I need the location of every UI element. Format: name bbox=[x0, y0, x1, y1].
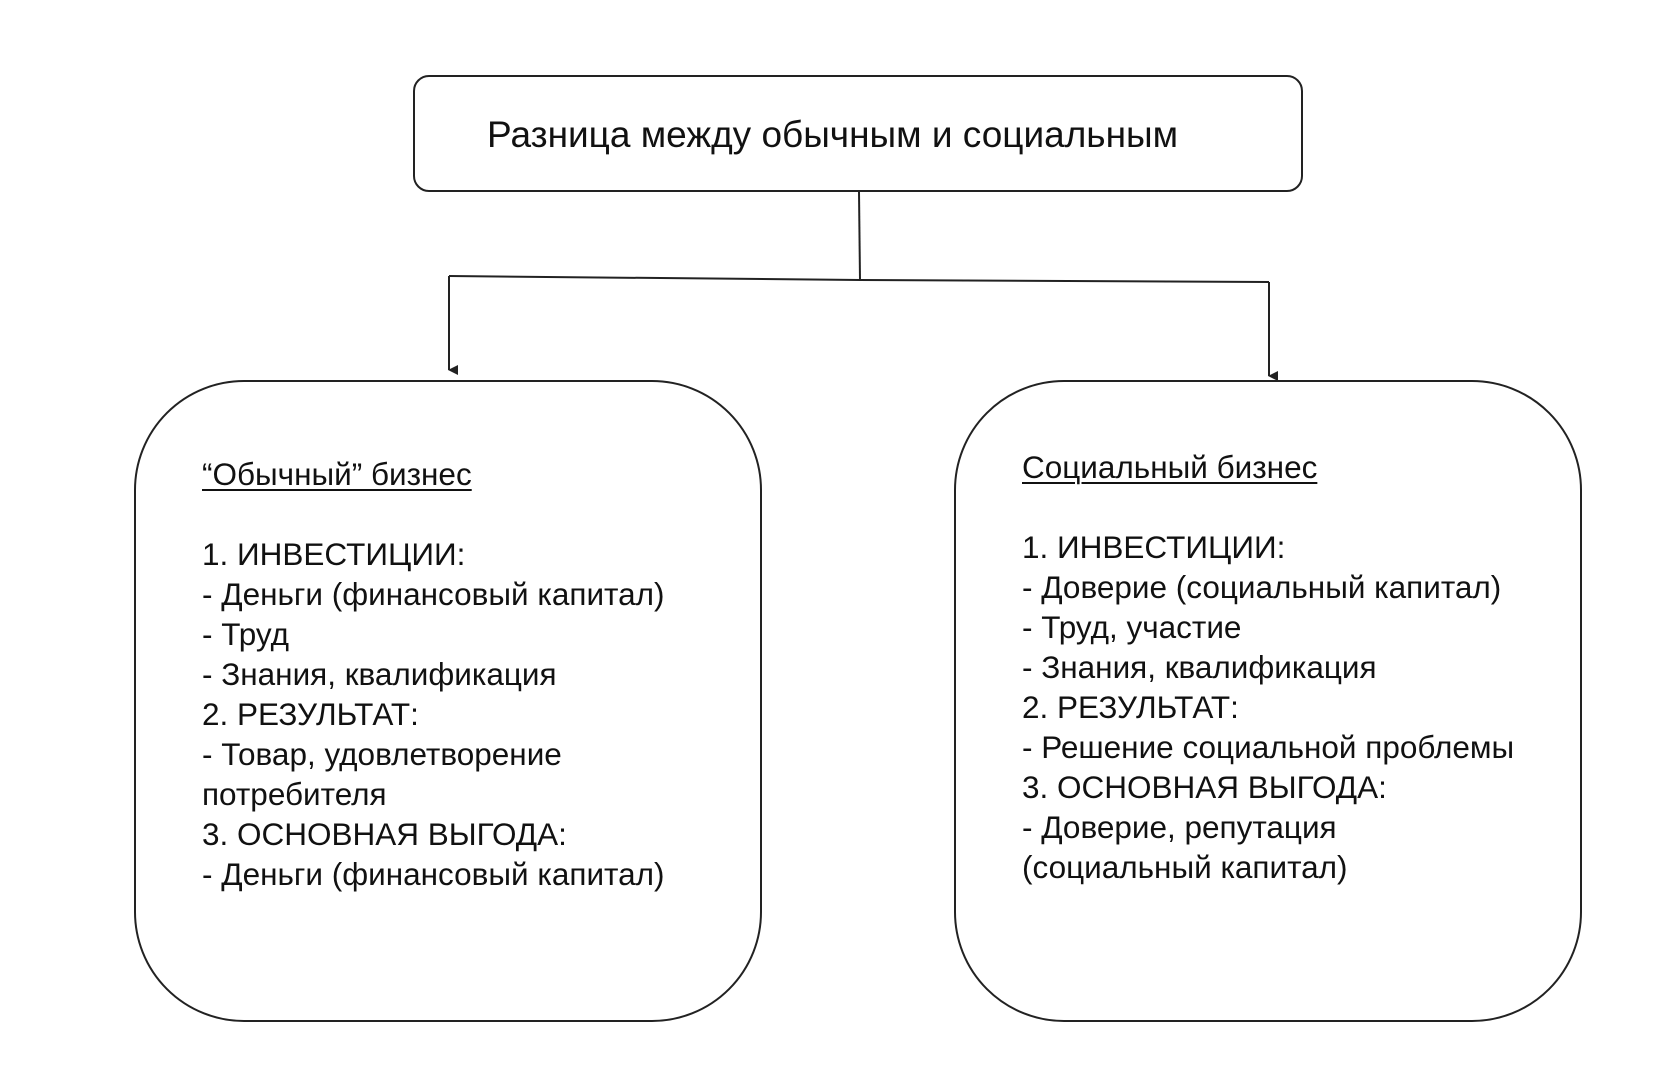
social-business-line: 1. ИНВЕСТИЦИИ: bbox=[1022, 529, 1286, 565]
social-business-line: 3. ОСНОВНАЯ ВЫГОДА: bbox=[1022, 769, 1387, 805]
heading-spacer bbox=[1022, 487, 1514, 527]
regular-business-line: потребителя bbox=[202, 776, 387, 812]
social-business-line: - Знания, квалификация bbox=[1022, 649, 1377, 685]
social-business-line: 2. РЕЗУЛЬТАТ: bbox=[1022, 689, 1239, 725]
regular-business-heading: “Обычный” бизнес bbox=[202, 456, 472, 492]
regular-business-line: - Деньги (финансовый капитал) bbox=[202, 856, 665, 892]
social-business-line: - Доверие (социальный капитал) bbox=[1022, 569, 1502, 605]
regular-business-line: - Деньги (финансовый капитал) bbox=[202, 576, 665, 612]
social-business-line: - Решение социальной проблемы bbox=[1022, 729, 1515, 765]
social-business-line: - Доверие, репутация bbox=[1022, 809, 1337, 845]
heading-spacer bbox=[202, 494, 665, 534]
regular-business-line: 2. РЕЗУЛЬТАТ: bbox=[202, 696, 419, 732]
regular-business-line: 1. ИНВЕСТИЦИИ: bbox=[202, 536, 466, 572]
regular-business-content: “Обычный” бизнес 1. ИНВЕСТИЦИИ: - Деньги… bbox=[202, 454, 665, 894]
social-business-line: - Труд, участие bbox=[1022, 609, 1242, 645]
social-business-line: (социальный капитал) bbox=[1022, 849, 1348, 885]
social-business-card: Социальный бизнес 1. ИНВЕСТИЦИИ: - Довер… bbox=[954, 380, 1582, 1022]
social-business-heading: Социальный бизнес bbox=[1022, 449, 1318, 485]
social-business-content: Социальный бизнес 1. ИНВЕСТИЦИИ: - Довер… bbox=[1022, 447, 1514, 887]
regular-business-line: - Знания, квалификация bbox=[202, 656, 557, 692]
regular-business-line: - Труд bbox=[202, 616, 289, 652]
connector-branch-line bbox=[448, 275, 1270, 283]
regular-business-card: “Обычный” бизнес 1. ИНВЕСТИЦИИ: - Деньги… bbox=[134, 380, 762, 1022]
root-box: Разница между обычным и социальным bbox=[413, 75, 1303, 192]
regular-business-line: 3. ОСНОВНАЯ ВЫГОДА: bbox=[202, 816, 567, 852]
root-title: Разница между обычным и социальным bbox=[487, 114, 1179, 155]
connector-trunk bbox=[858, 191, 861, 281]
regular-business-line: - Товар, удовлетворение bbox=[202, 736, 562, 772]
